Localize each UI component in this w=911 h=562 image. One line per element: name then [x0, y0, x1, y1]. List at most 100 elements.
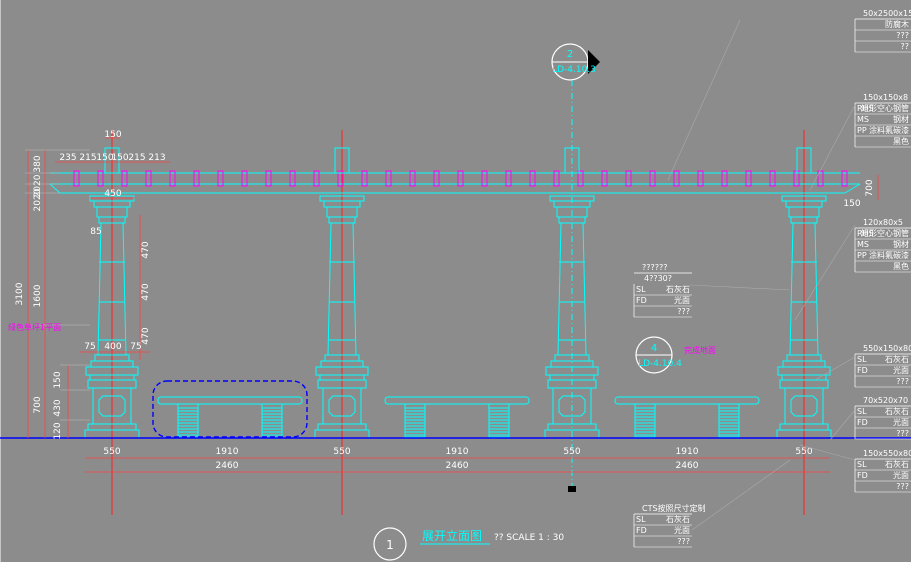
dim-shaft-segment: 470: [141, 327, 151, 344]
purlin: [625, 170, 632, 187]
legend-code: PP: [857, 251, 867, 260]
purlin: [385, 170, 392, 187]
legend-desc: 石灰石: [666, 284, 690, 294]
legend-code: MS: [857, 240, 869, 249]
dim-bottom-row1: 1910: [216, 447, 239, 457]
purlin-row: [73, 170, 848, 187]
purlin: [817, 170, 824, 187]
dim-column-width: 150: [104, 130, 121, 140]
dim-level: 430: [53, 399, 63, 416]
legend-desc: 光面: [893, 365, 909, 375]
legend-desc: 矩形空心钢管: [861, 228, 909, 238]
bottom-dim-lines: [85, 457, 830, 473]
dim-base-right: 75: [130, 342, 141, 352]
dim-shaft-offset: 85: [90, 227, 101, 237]
ground-label-mid: 完成地面: [684, 345, 716, 355]
legend-code: FD: [857, 471, 868, 480]
legend-desc: 石灰石: [885, 406, 909, 416]
bench: [384, 396, 530, 438]
legend-code: SL: [636, 285, 646, 294]
dim-base-center: 400: [104, 342, 121, 352]
bench: [157, 396, 303, 438]
legend-desc: ???: [896, 429, 909, 438]
section-marker-4: 4 LD-4.10.4: [635, 336, 682, 374]
title-name: 展开立面图: [422, 528, 482, 543]
legend-code: FD: [857, 418, 868, 427]
dim-shaft-segment: 470: [141, 283, 151, 300]
centerlines: [111, 130, 805, 515]
purlin: [289, 170, 296, 187]
dim-level: 700: [33, 396, 43, 413]
legend-code: SL: [857, 355, 867, 364]
legend-code: MS: [857, 115, 869, 124]
legend-header: ??????: [642, 263, 667, 272]
purlin: [481, 170, 488, 187]
purlin: [121, 170, 128, 187]
legend-header: 550x150x80: [863, 344, 911, 353]
dim-bottom-row2: 2460: [446, 461, 469, 471]
purlin: [649, 170, 656, 187]
ground-label-left-prefix: 绿色草坪1平面: [8, 322, 61, 332]
purlin: [721, 170, 728, 187]
section-marker-4-ref: LD-4.10.4: [638, 359, 682, 369]
purlin: [841, 170, 848, 187]
legend-desc: 钢材: [893, 114, 909, 124]
title-circle-number: 1: [386, 538, 394, 552]
legend-desc: ???: [896, 482, 909, 491]
purlin: [529, 170, 536, 187]
legend-header: 50x2500x15: [863, 9, 911, 18]
purlin: [313, 170, 320, 187]
legend-desc: 光面: [674, 525, 690, 535]
dim-level: 120: [53, 422, 63, 439]
leader-lines: [667, 19, 856, 531]
legend-desc: ???: [896, 377, 909, 386]
purlin: [433, 170, 440, 187]
bench-highlight: [152, 380, 308, 438]
purlin: [673, 170, 680, 187]
purlin: [265, 170, 272, 187]
dim-level: 2020: [33, 174, 43, 197]
title-block: 1 展开立面图 ?? SCALE 1 : 30: [373, 527, 564, 561]
dim-bottom-row1: 550: [103, 447, 120, 457]
legend-code: RHS: [857, 229, 874, 238]
dim-base-left: 75: [84, 342, 95, 352]
legend-desc: ???: [677, 307, 690, 316]
legend-code: FD: [636, 296, 647, 305]
purlin: [553, 170, 560, 187]
section-marker-2: 2 LD-4.10.3: [551, 43, 600, 81]
legend-header: 150x150x8: [863, 93, 908, 102]
dim-beam-spacing: 215: [128, 153, 145, 163]
purlin: [601, 170, 608, 187]
purlin: [361, 170, 368, 187]
purlin: [337, 170, 344, 187]
legend-desc: 矩形空心钢管: [861, 103, 909, 113]
column: [776, 147, 832, 439]
legend-desc: 涂料氟碳漆: [869, 125, 909, 135]
legend-code: SL: [857, 407, 867, 416]
top-beam: [49, 172, 861, 194]
dim-shaft-segment: 470: [141, 241, 151, 258]
column: [84, 147, 140, 439]
column: [544, 147, 600, 439]
legend-code: FD: [857, 366, 868, 375]
purlin: [505, 170, 512, 187]
purlin: [73, 170, 80, 187]
dim-beam-spacing: 150: [96, 153, 113, 163]
dim-beam-spacing: 150: [111, 153, 128, 163]
legend-code: PP: [857, 126, 867, 135]
dim-level: 3100: [15, 282, 25, 305]
dim-beam-spacing: 235: [59, 153, 76, 163]
dim-right-offset: 150: [843, 199, 860, 209]
bench: [614, 396, 760, 438]
purlin: [457, 170, 464, 187]
centerline-end-mark: [568, 486, 576, 492]
